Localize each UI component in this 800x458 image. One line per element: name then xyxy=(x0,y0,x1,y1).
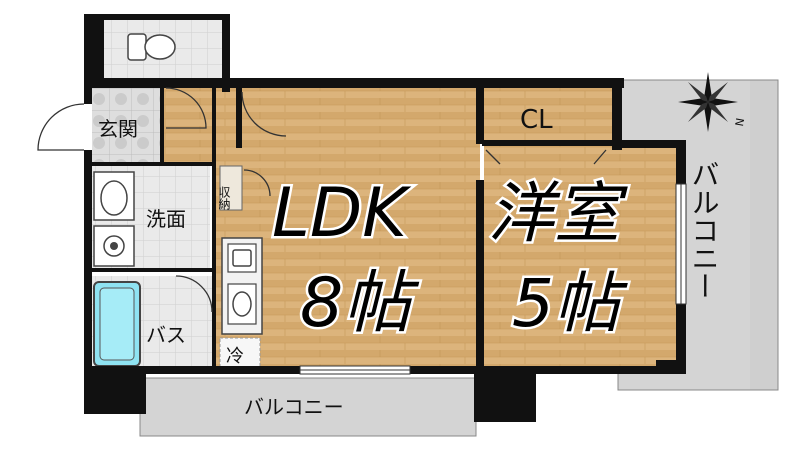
kitchen-sink-icon xyxy=(227,283,257,325)
label-bath: バス xyxy=(146,323,186,347)
label-western-name: 洋室 xyxy=(488,175,628,252)
compass-north-label: N xyxy=(732,117,746,127)
label-western-size: 5帖 xyxy=(512,265,628,342)
doors xyxy=(37,87,607,313)
label-ldk-name: LDK xyxy=(272,174,412,253)
label-fridge: 冷 xyxy=(226,346,244,367)
stove-icon xyxy=(227,243,257,273)
washer-icon xyxy=(93,225,135,267)
label-closet: CL xyxy=(520,105,553,135)
compass-icon xyxy=(678,72,738,132)
label-storage: 収納 xyxy=(217,186,231,210)
label-entrance: 玄関 xyxy=(98,117,138,141)
label-balcony-right: バルコニー xyxy=(688,160,721,300)
label-ldk-size: 8帖 xyxy=(300,264,420,343)
entrance-floor xyxy=(92,86,164,162)
closet-floor xyxy=(482,88,612,142)
fridge-space xyxy=(219,337,261,371)
label-balcony-bottom: バルコニー xyxy=(244,395,344,419)
label-washroom: 洗面 xyxy=(146,207,186,231)
storage-space xyxy=(219,165,243,211)
western-room-floor xyxy=(484,146,682,368)
sink-icon xyxy=(93,171,135,221)
balcony-bottom xyxy=(139,377,477,437)
toilet-icon xyxy=(127,33,176,61)
